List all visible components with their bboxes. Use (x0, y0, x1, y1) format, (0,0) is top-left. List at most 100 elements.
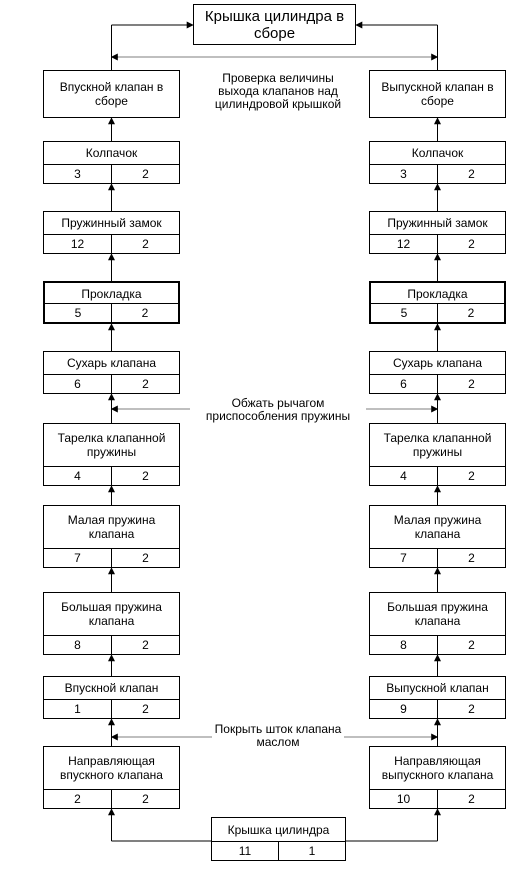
left-part-quantity: 2 (111, 636, 179, 654)
left-part-number: 4 (74, 469, 81, 483)
left-part-number: 7 (74, 551, 81, 565)
left-part-number: 6 (74, 377, 81, 391)
top-assembly-box: Крышка цилиндра в сборе (193, 4, 356, 45)
left-part-title: Впускной клапан в сборе (59, 80, 164, 108)
left-part-quantity: 2 (111, 235, 179, 253)
right-part-number: 8 (400, 638, 407, 652)
right-part-box: Сухарь клапана 6 2 (369, 351, 506, 394)
right-part-number: 12 (396, 237, 411, 251)
left-part-title: Впускной клапан (64, 681, 159, 695)
right-part-quantity: 2 (437, 235, 505, 253)
right-part-title: Тарелка клапанной пружины (383, 431, 492, 459)
left-part-title: Колпачок (85, 146, 138, 160)
left-part-box: Сухарь клапана 6 2 (43, 351, 180, 394)
right-part-quantity: 2 (437, 467, 505, 485)
left-part-title: Тарелка клапанной пружины (57, 431, 166, 459)
right-part-number: 9 (400, 702, 407, 716)
right-part-quantity: 2 (437, 636, 505, 654)
left-part-quantity: 2 (111, 790, 179, 808)
left-part-number: 5 (74, 306, 82, 320)
right-part-title: Выпускной клапан (386, 681, 489, 695)
left-part-title: Направляющая впускного клапана (60, 754, 163, 782)
right-part-quantity: 2 (437, 375, 505, 393)
right-part-number: 10 (396, 792, 411, 806)
right-part-title: Прокладка (407, 287, 468, 301)
left-part-number: 1 (74, 702, 81, 716)
top-assembly-title: Крышка цилиндра в сборе (204, 7, 345, 42)
left-part-title: Сухарь клапана (67, 356, 156, 370)
left-part-quantity: 2 (111, 700, 179, 718)
left-part-title: Пружинный замок (61, 216, 162, 230)
left-part-number: 8 (74, 638, 81, 652)
right-part-quantity: 2 (437, 304, 504, 322)
left-part-number: 2 (74, 792, 81, 806)
connector-group (108, 21, 441, 842)
bottom-part-row: 11 1 (212, 841, 345, 860)
right-part-quantity: 2 (437, 790, 505, 808)
right-part-number: 4 (400, 469, 407, 483)
right-part-number: 7 (400, 551, 407, 565)
left-part-quantity: 2 (111, 165, 179, 183)
right-part-number: 5 (400, 306, 408, 320)
note-check-valves: Проверка величины выхода клапанов над ци… (208, 72, 348, 111)
right-part-row: 12 2 (370, 234, 505, 253)
right-part-title: Малая пружина клапана (393, 513, 482, 541)
right-part-quantity: 2 (437, 165, 505, 183)
right-part-title: Сухарь клапана (393, 356, 482, 370)
right-part-title: Большая пружина клапана (387, 600, 488, 628)
left-part-quantity: 2 (111, 467, 179, 485)
right-part-title: Пружинный замок (387, 216, 488, 230)
right-part-row: 10 2 (370, 789, 505, 808)
left-part-title: Прокладка (81, 287, 142, 301)
left-part-quantity: 2 (111, 304, 178, 322)
bottom-part-number: 11 (238, 844, 252, 858)
note-compress-springs: Обжать рычагом приспособления пружины (190, 397, 366, 423)
right-part-title: Колпачок (411, 146, 464, 160)
right-part-quantity: 2 (437, 549, 505, 567)
left-part-quantity: 2 (111, 549, 179, 567)
left-part-box: Впускной клапан в сборе (43, 70, 180, 118)
left-part-title: Большая пружина клапана (61, 600, 162, 628)
left-part-number: 3 (74, 167, 81, 181)
bottom-part-box: Крышка цилиндра 11 1 (211, 817, 346, 861)
right-part-quantity: 2 (437, 700, 505, 718)
right-part-number: 3 (400, 167, 407, 181)
bottom-part-quantity: 1 (278, 842, 345, 860)
right-part-box: Пружинный замок 12 2 (369, 211, 506, 254)
left-part-quantity: 2 (111, 375, 179, 393)
left-part-title: Малая пружина клапана (67, 513, 156, 541)
right-part-title: Направляющая выпускного клапана (381, 754, 494, 782)
left-part-box: Малая пружина клапана 7 2 (43, 505, 180, 568)
right-part-number: 6 (400, 377, 407, 391)
right-part-box: Выпускной клапан в сборе (369, 70, 506, 118)
bottom-part-title: Крышка цилиндра (227, 823, 330, 837)
